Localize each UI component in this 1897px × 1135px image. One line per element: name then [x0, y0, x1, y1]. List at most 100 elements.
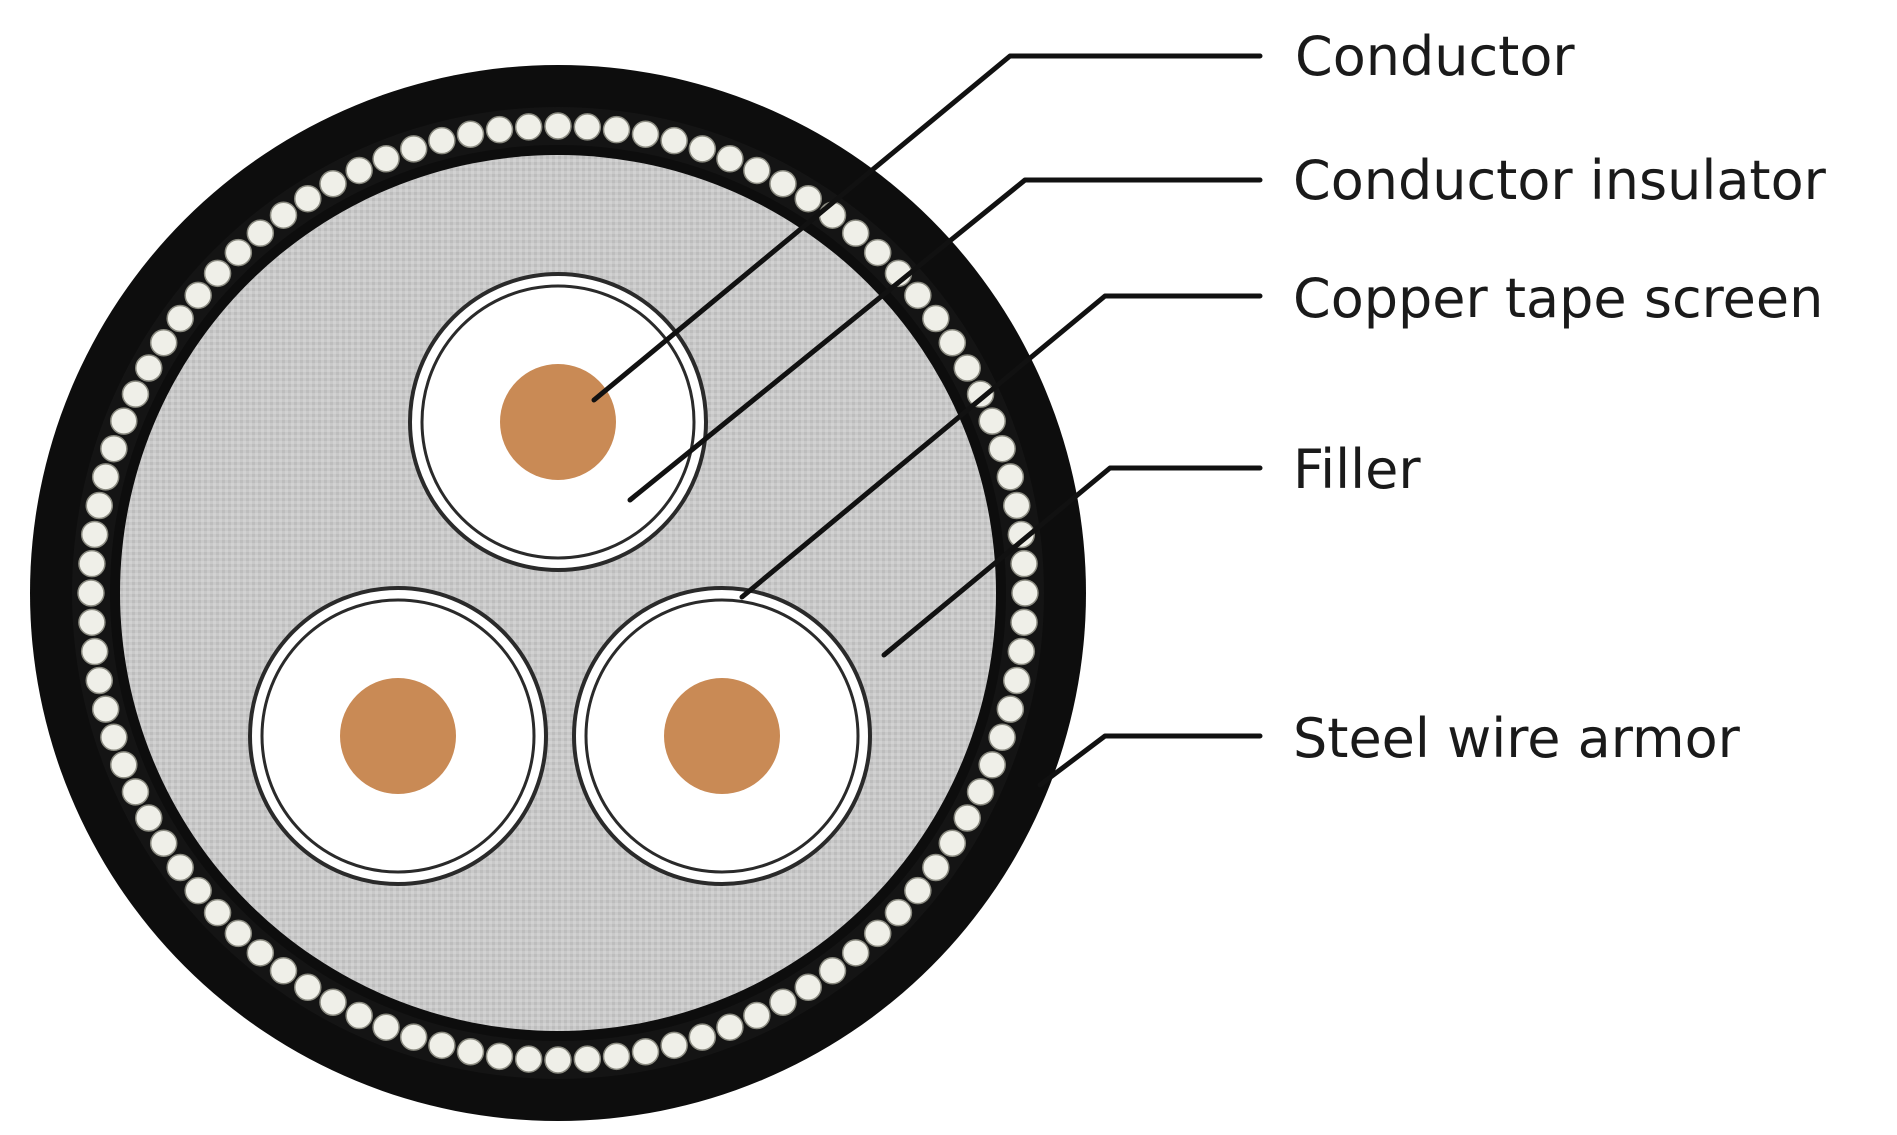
armor-wire	[794, 973, 822, 1002]
armor-wire	[988, 723, 1016, 752]
armor-wire	[224, 919, 253, 948]
armor-wire	[1007, 637, 1036, 666]
armor-wire	[988, 434, 1016, 463]
armor-wire	[996, 463, 1025, 491]
armor-wire	[953, 804, 981, 832]
armor-wire	[372, 1013, 400, 1041]
armor-wire	[573, 113, 602, 141]
armor-wire	[294, 184, 322, 213]
armor-wire	[1010, 608, 1038, 637]
armor-wire	[78, 608, 106, 637]
armor-wire	[514, 113, 543, 141]
label-copper-tape-screen: Copper tape screen	[1293, 267, 1823, 330]
armor-wire	[166, 853, 194, 882]
armor-wire	[184, 876, 212, 905]
armor-wire	[1002, 491, 1031, 520]
armor-wire	[602, 1042, 631, 1071]
armor-wire	[135, 804, 163, 832]
armor-wire	[769, 170, 797, 198]
armor-wire	[922, 853, 950, 882]
armor-wire	[110, 751, 138, 779]
armor-wire	[978, 407, 1006, 435]
armor-wire	[485, 1042, 514, 1071]
armor-wire	[794, 184, 822, 213]
conductor-bottom-right	[664, 678, 780, 794]
armor-wire	[863, 919, 892, 948]
armor-wire	[428, 1031, 456, 1060]
armor-wire	[121, 380, 150, 408]
armor-wire	[319, 988, 347, 1016]
armor-wire	[863, 238, 892, 267]
core-top	[408, 272, 708, 572]
armor-wire	[121, 778, 150, 806]
armor-wire	[1007, 520, 1036, 549]
armor-wire	[818, 201, 847, 229]
armor-wire	[922, 304, 950, 333]
armor-wire	[660, 1031, 688, 1060]
armor-wire	[78, 549, 106, 578]
armor-wire	[269, 201, 298, 229]
armor-wire	[166, 304, 194, 333]
armor-wire	[904, 876, 932, 905]
label-conductor: Conductor	[1295, 25, 1575, 88]
leader-line-filler	[881, 465, 1263, 658]
conductor-top	[500, 364, 616, 480]
armor-wire	[100, 723, 128, 752]
armor-wire	[456, 120, 485, 149]
armor-wire	[938, 829, 967, 857]
armor-wire	[80, 520, 109, 549]
armor-wire	[996, 695, 1025, 723]
armor-wire	[966, 380, 995, 408]
armor-wire	[514, 1045, 543, 1073]
armor-wire	[428, 126, 456, 155]
label-conductor-insulator: Conductor insulator	[1293, 149, 1827, 212]
armor-wire	[743, 156, 771, 185]
armor-wire	[884, 898, 913, 927]
armor-wire	[246, 219, 275, 247]
armor-wire	[978, 751, 1006, 779]
armor-wire	[841, 939, 870, 967]
armor-wire	[660, 126, 688, 155]
armor-wire	[1011, 579, 1039, 607]
leader-line-steel-wire-armor	[1037, 733, 1263, 788]
armor-wire	[688, 1023, 717, 1051]
armor-wire	[372, 145, 400, 173]
armor-wire	[91, 463, 120, 491]
armor-wire	[769, 988, 797, 1016]
armor-wire	[716, 1013, 744, 1041]
armor-wire	[149, 829, 178, 857]
conductor-bottom-left	[340, 678, 456, 794]
armor-wire	[544, 112, 572, 140]
armor-wire	[224, 238, 253, 267]
core-bottom-left	[248, 586, 548, 886]
leader-line-conductor	[591, 53, 1263, 403]
armor-wire	[110, 407, 138, 435]
armor-wire	[631, 120, 660, 149]
armor-wire	[135, 354, 163, 382]
armor-wire	[184, 281, 212, 310]
armor-wire	[91, 695, 120, 723]
leader-line-conductor-insulator	[627, 177, 1263, 503]
armor-wire	[399, 1023, 428, 1051]
armor-wire	[544, 1046, 572, 1074]
label-filler: Filler	[1293, 438, 1421, 501]
armor-wire	[269, 957, 298, 985]
armor-wire	[345, 1001, 373, 1030]
armor-wire	[77, 579, 105, 607]
armor-wire	[573, 1045, 602, 1073]
armor-wire	[85, 666, 114, 695]
armor-wire	[688, 135, 717, 163]
armor-wire	[456, 1037, 485, 1066]
armor-wire	[85, 491, 114, 520]
armor-wire	[1010, 549, 1038, 578]
armor-wire	[399, 135, 428, 163]
armor-wire	[966, 778, 995, 806]
armor-wire	[100, 434, 128, 463]
core-bottom-right	[572, 586, 872, 886]
armor-wire	[1002, 666, 1031, 695]
armor-wire	[149, 329, 178, 357]
armor-wire	[953, 354, 981, 382]
armor-wire	[743, 1001, 771, 1030]
